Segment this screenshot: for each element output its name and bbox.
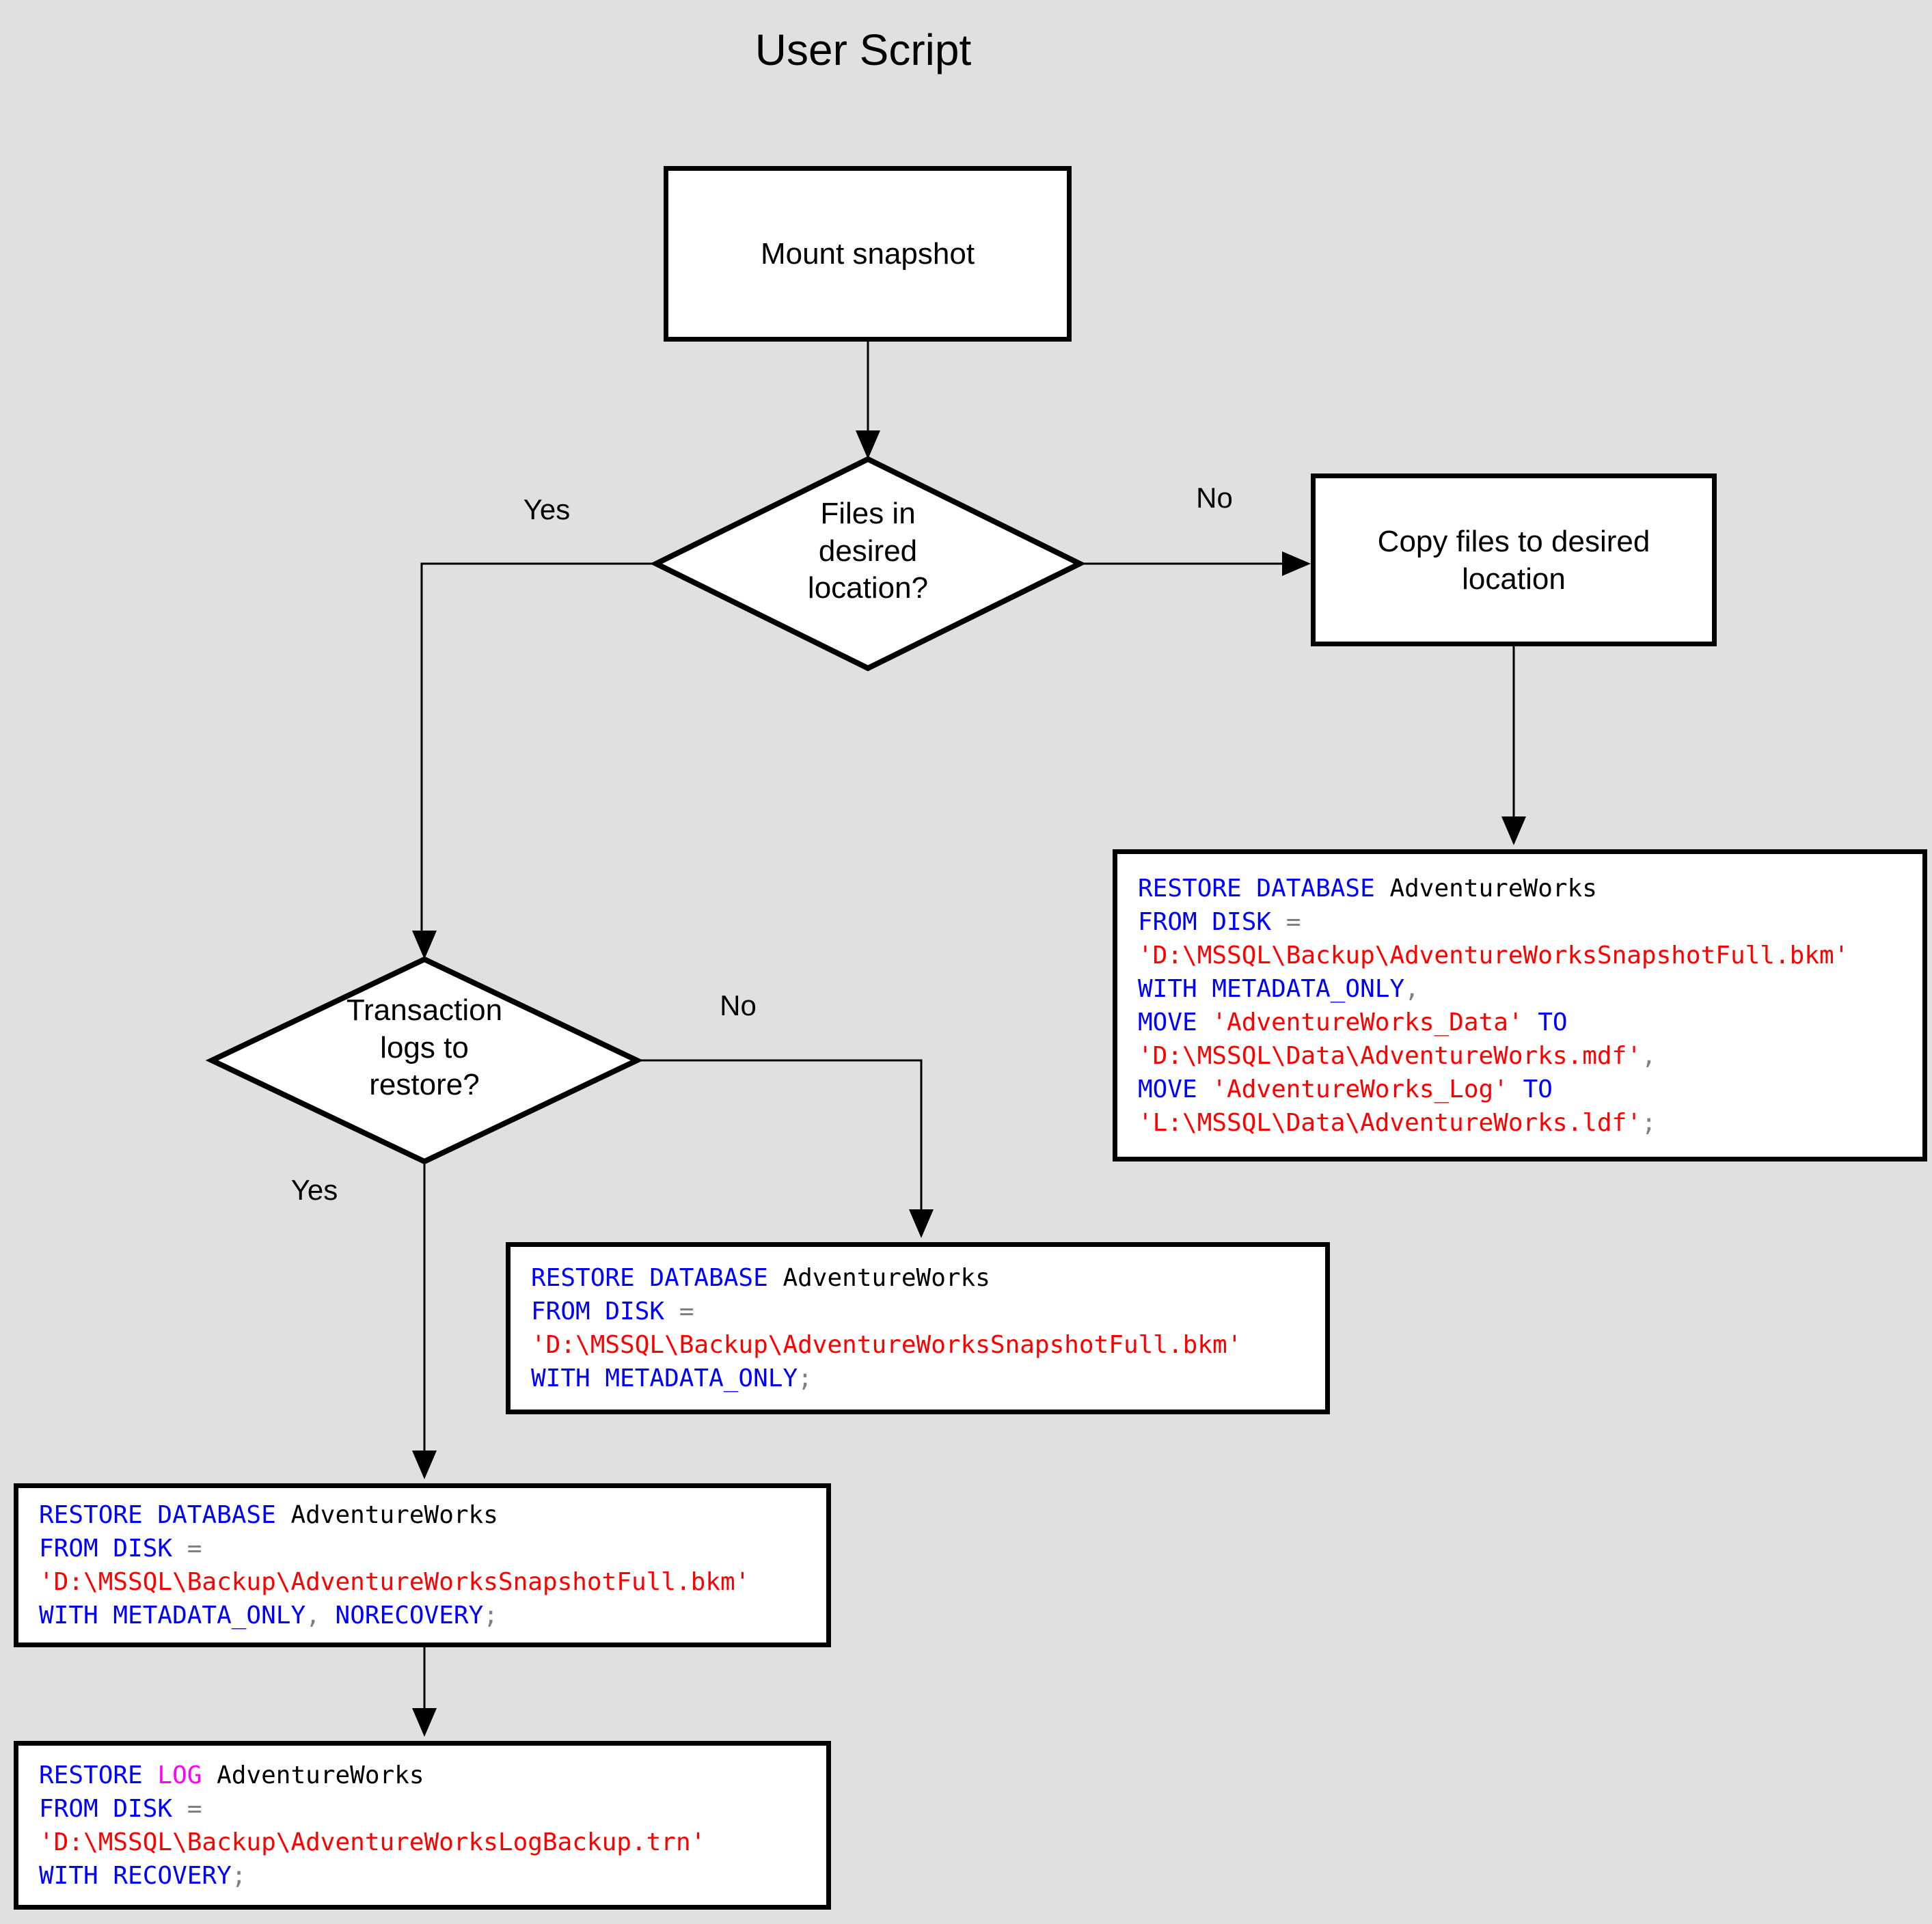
code-line: 'L:\MSSQL\Data\AdventureWorks.ldf'; bbox=[1138, 1108, 1657, 1137]
process-box-mount-snapshot: Mount snapshot bbox=[664, 166, 1072, 342]
label-line: desired bbox=[818, 534, 918, 568]
code-line: RESTORE DATABASE AdventureWorks bbox=[531, 1264, 990, 1292]
code-line: RESTORE DATABASE AdventureWorks bbox=[39, 1501, 498, 1529]
arrowhead-icon bbox=[412, 1451, 437, 1479]
code-line: WITH RECOVERY; bbox=[39, 1861, 247, 1890]
label-line: logs to bbox=[380, 1030, 469, 1064]
code-line: FROM DISK = bbox=[1138, 907, 1301, 936]
code-line: 'D:\MSSQL\Backup\AdventureWorksSnapshotF… bbox=[39, 1568, 750, 1596]
code-line: WITH METADATA_ONLY, NORECOVERY; bbox=[39, 1602, 498, 1630]
arrowhead-icon bbox=[412, 931, 437, 959]
arrowhead-icon bbox=[856, 430, 880, 459]
label-line: Files in bbox=[820, 497, 916, 530]
decision-diamond-files-in-desired-location bbox=[649, 456, 1087, 672]
arrowhead-icon bbox=[412, 1708, 437, 1737]
edge-tlogs-no-to-code bbox=[637, 1059, 923, 1212]
process-box-copy-files: Copy files to desired location bbox=[1311, 473, 1717, 646]
code-line: MOVE 'AdventureWorks_Data' TO bbox=[1138, 1008, 1568, 1036]
code-line: 'D:\MSSQL\Backup\AdventureWorksSnapshotF… bbox=[1138, 941, 1849, 970]
label-line: restore? bbox=[369, 1068, 480, 1102]
edge-files-yes-to-tlogs-decision bbox=[420, 562, 656, 933]
code-line: WITH METADATA_ONLY; bbox=[531, 1364, 813, 1392]
node-label: Copy files to desired bbox=[1377, 524, 1650, 558]
label-line: location? bbox=[807, 571, 929, 605]
code-line: 'D:\MSSQL\Data\AdventureWorks.mdf', bbox=[1138, 1041, 1657, 1070]
decision-label-files-in-desired-location: Files in desired location? bbox=[697, 495, 1039, 607]
label-line: Transaction bbox=[346, 993, 503, 1027]
code-line: 'D:\MSSQL\Backup\AdventureWorksLogBackup… bbox=[39, 1828, 706, 1856]
node-label: Mount snapshot bbox=[760, 237, 975, 271]
decision-label-transaction-logs-to-restore: Transaction logs to restore? bbox=[254, 992, 595, 1104]
edge-label-tlogs-yes: Yes bbox=[290, 1174, 338, 1206]
code-line: RESTORE DATABASE AdventureWorks bbox=[1138, 874, 1597, 903]
node-label: location bbox=[1462, 562, 1566, 596]
edge-label-files-no: No bbox=[1196, 482, 1233, 514]
code-line: MOVE 'AdventureWorks_Log' TO bbox=[1138, 1075, 1553, 1103]
edge-label-files-yes: Yes bbox=[523, 493, 571, 525]
code-line: 'D:\MSSQL\Backup\AdventureWorksSnapshotF… bbox=[531, 1331, 1242, 1359]
code-line: FROM DISK = bbox=[39, 1794, 202, 1823]
code-line: WITH METADATA_ONLY, bbox=[1138, 974, 1419, 1003]
arrowhead-icon bbox=[909, 1209, 934, 1238]
code-line: FROM DISK = bbox=[531, 1297, 694, 1325]
page-title: User Script bbox=[754, 25, 972, 74]
arrowhead-icon bbox=[1282, 551, 1311, 576]
code-line: RESTORE LOG AdventureWorks bbox=[39, 1761, 424, 1789]
code-line: FROM DISK = bbox=[39, 1535, 202, 1563]
edge-label-tlogs-no: No bbox=[720, 989, 757, 1021]
decision-diamond-transaction-logs-to-restore bbox=[205, 956, 644, 1165]
arrowhead-icon bbox=[1501, 816, 1526, 845]
